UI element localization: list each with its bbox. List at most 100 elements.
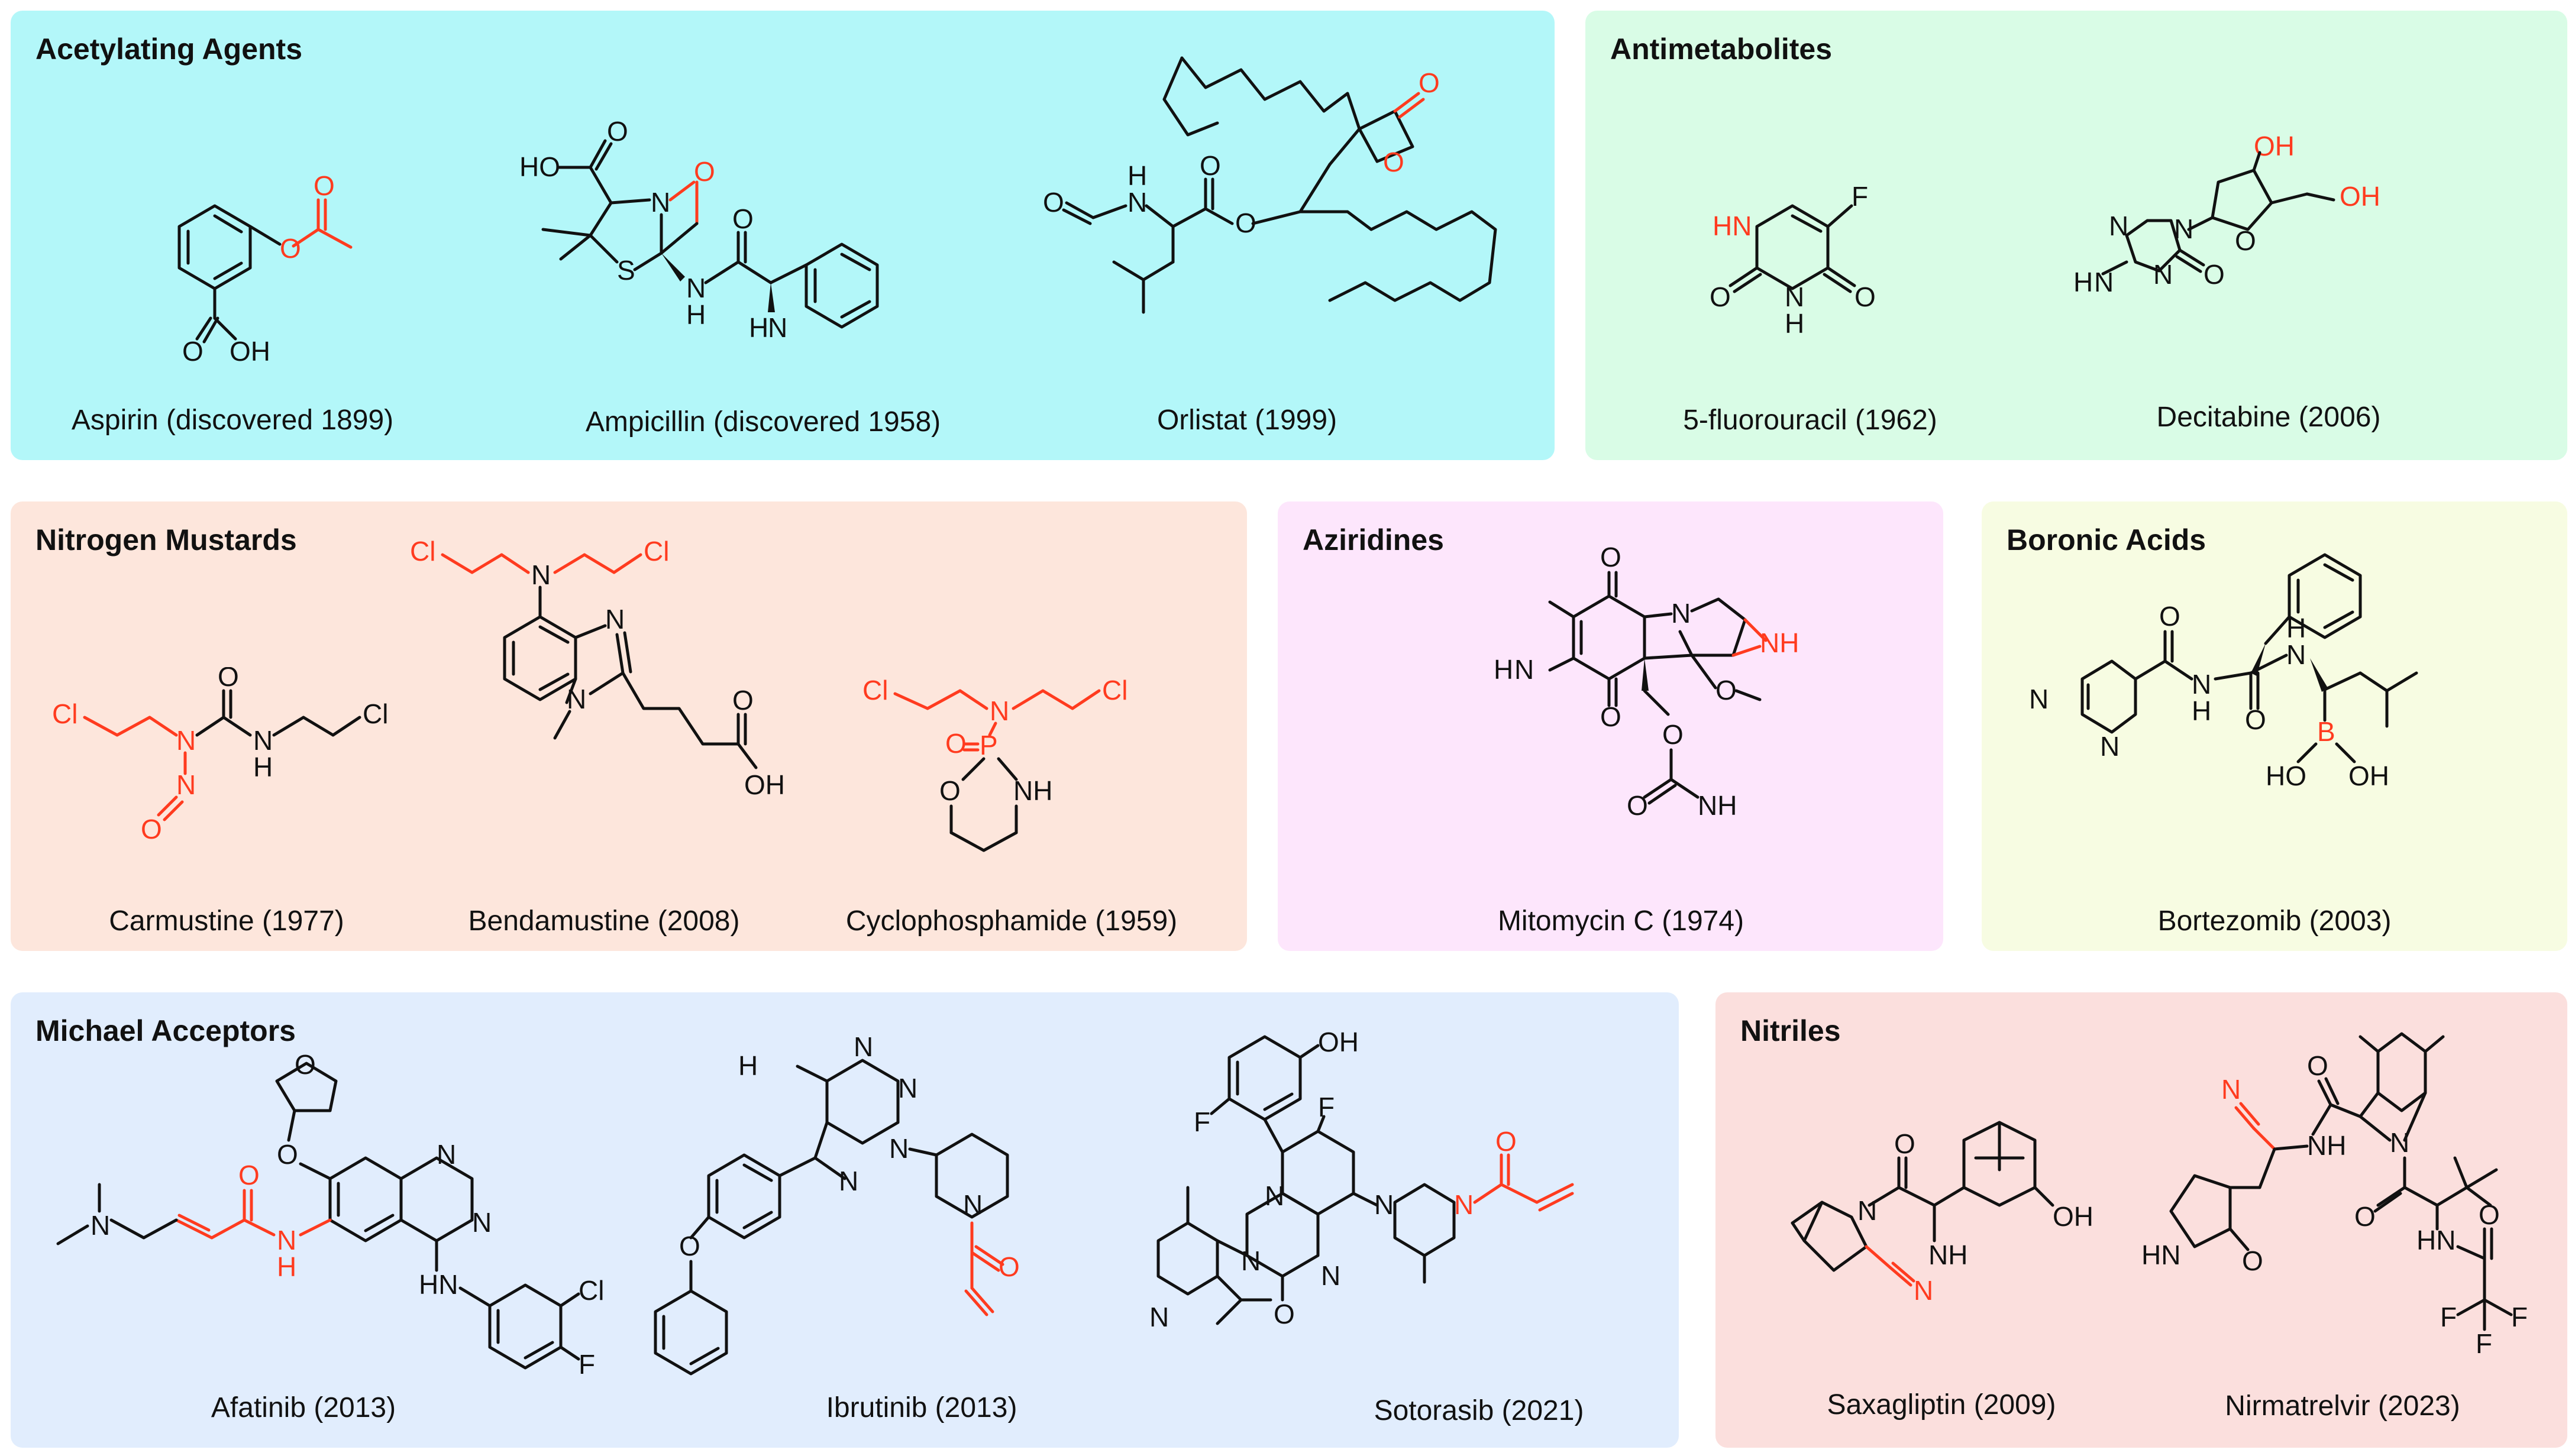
caption-bendamustine: Bendamustine (2008) xyxy=(468,905,740,937)
atom-label: F xyxy=(2511,1302,2528,1332)
caption-bortezomib: Bortezomib (2003) xyxy=(2157,905,2392,937)
atom-label: N xyxy=(889,1133,909,1164)
structure-5-fluorouracil: F HN O N H O xyxy=(1686,164,1899,360)
atom-label: Cl xyxy=(579,1275,604,1306)
atom-label: HN xyxy=(2416,1225,2456,1256)
panel-antimetabolites: Antimetabolites F HN O N H O 5-fluoroura… xyxy=(1585,11,2567,460)
panel-title: Michael Acceptors xyxy=(35,1014,296,1047)
atom-label: O xyxy=(1715,675,1737,706)
structure-ampicillin: HO O N O S N H O xyxy=(508,117,957,395)
atom-label: N xyxy=(176,725,196,756)
atom-label: O xyxy=(1419,67,1440,98)
atom-label: N xyxy=(1514,654,1534,685)
atom-label: N xyxy=(605,604,625,635)
atom-label: O xyxy=(939,775,961,806)
atom-label: NH xyxy=(1698,790,1737,821)
caption-aspirin: Aspirin (discovered 1899) xyxy=(71,405,394,436)
atom-label: N xyxy=(651,187,670,218)
atom-label: N xyxy=(437,1139,456,1170)
structure-carmustine: Cl N N O O N H Cl xyxy=(34,667,437,868)
atom-label: OH xyxy=(1318,1027,1359,1057)
caption-orlistat: Orlistat (1999) xyxy=(1156,405,1337,436)
atom-label: O xyxy=(1662,719,1684,750)
atom-label: O xyxy=(999,1251,1020,1282)
atom-label: N xyxy=(567,684,586,714)
caption-ampicillin: Ampicillin (discovered 1958) xyxy=(585,406,941,438)
panel-michael-acceptors: Michael Acceptors O O N N H N Cl F N xyxy=(11,992,1679,1448)
atom-label: H xyxy=(253,752,273,782)
caption-mitomycin-c: Mitomycin C (1974) xyxy=(1497,905,1744,937)
atom-label: N xyxy=(1241,1245,1261,1276)
panel-title: Boronic Acids xyxy=(2007,523,2206,556)
atom-label: N xyxy=(2100,731,2120,762)
caption-sotorasib: Sotorasib (2021) xyxy=(1374,1395,1584,1426)
atom-label: O xyxy=(2479,1199,2500,1230)
atom-label: N xyxy=(1857,1195,1877,1226)
atom-label: N xyxy=(1265,1180,1284,1211)
atom-label: O xyxy=(1274,1299,1295,1329)
atom-label: O xyxy=(1200,150,1221,181)
atom-label: N xyxy=(2153,259,2173,290)
atom-label: NH xyxy=(2307,1130,2346,1161)
atom-label: O xyxy=(1383,147,1404,177)
atom-label: O xyxy=(2159,601,2180,632)
caption-decitabine: Decitabine (2006) xyxy=(2156,402,2381,433)
atom-label: N xyxy=(898,1073,917,1104)
atom-label: N xyxy=(1785,282,1804,312)
atom-label: H xyxy=(749,312,768,343)
atom-label: F xyxy=(2476,1328,2492,1359)
panel-title: Nitriles xyxy=(1740,1014,1841,1047)
structure-bendamustine: Cl N Cl N N O OH xyxy=(395,525,845,880)
atom-label: O xyxy=(2242,1245,2263,1276)
atom-label: O xyxy=(218,667,239,692)
atom-label: B xyxy=(2317,716,2335,747)
caption-afatinib: Afatinib (2013) xyxy=(211,1392,396,1423)
panel-nitrogen-mustards: Nitrogen Mustards Cl N N O O N H Cl Car xyxy=(11,501,1247,951)
atom-label: N xyxy=(1914,1275,1933,1306)
atom-label: N xyxy=(1374,1189,1394,1220)
atom-label: N xyxy=(854,1031,873,1062)
atom-label: H xyxy=(2073,267,2093,297)
atom-label: N xyxy=(2221,1074,2241,1105)
atom-label: OH xyxy=(2254,131,2295,161)
caption-nirmatrelvir: Nirmatrelvir (2023) xyxy=(2225,1390,2460,1422)
atom-label: F xyxy=(1318,1092,1335,1122)
atom-label: O xyxy=(607,117,628,147)
atom-label: NH xyxy=(1013,775,1052,806)
atom-label: N xyxy=(531,559,551,590)
atom-label: O xyxy=(2204,259,2225,290)
panel-boronic-acids: Boronic Acids N N O N H O N H xyxy=(1982,501,2567,951)
atom-label: H xyxy=(686,299,706,330)
atom-label: N xyxy=(839,1166,858,1196)
atom-label: OH xyxy=(2053,1201,2093,1232)
atom-label: O xyxy=(314,170,335,201)
atom-label: P xyxy=(980,730,998,761)
atom-label: HO xyxy=(2266,761,2306,791)
atom-label: HN xyxy=(1713,211,1752,241)
panel-title: Antimetabolites xyxy=(1610,33,1833,66)
atom-label: O xyxy=(1495,1126,1517,1157)
atom-label: S xyxy=(617,255,635,286)
panel-acetylating-agents: Acetylating Agents O O O OH Aspirin (dis… xyxy=(11,11,1555,460)
atom-label: O xyxy=(1710,282,1731,312)
atom-label: HO xyxy=(519,151,560,182)
atom-label: O xyxy=(679,1231,700,1261)
atom-label: O xyxy=(1600,701,1621,732)
structure-nirmatrelvir: N O NH N O HN O xyxy=(2106,1016,2555,1383)
atom-label: O xyxy=(277,1139,298,1170)
atom-label: O xyxy=(1235,208,1256,238)
atom-label: H xyxy=(1127,160,1147,191)
structure-afatinib: O O N N HN Cl F N H O xyxy=(28,1046,650,1389)
atom-label: O xyxy=(182,336,203,367)
atom-label: O xyxy=(732,203,754,234)
atom-label: N xyxy=(472,1207,492,1238)
atom-label: F xyxy=(1852,181,1868,212)
atom-label: N xyxy=(1321,1260,1340,1291)
atom-label: N xyxy=(1454,1189,1474,1220)
atom-label: N xyxy=(2192,669,2211,700)
atom-label: O xyxy=(1043,187,1064,218)
structure-bortezomib: N N O N H O N H B HO xyxy=(2017,537,2538,868)
atom-label: H xyxy=(738,1050,758,1081)
atom-label: N xyxy=(176,769,196,800)
atom-label: N xyxy=(768,312,787,343)
